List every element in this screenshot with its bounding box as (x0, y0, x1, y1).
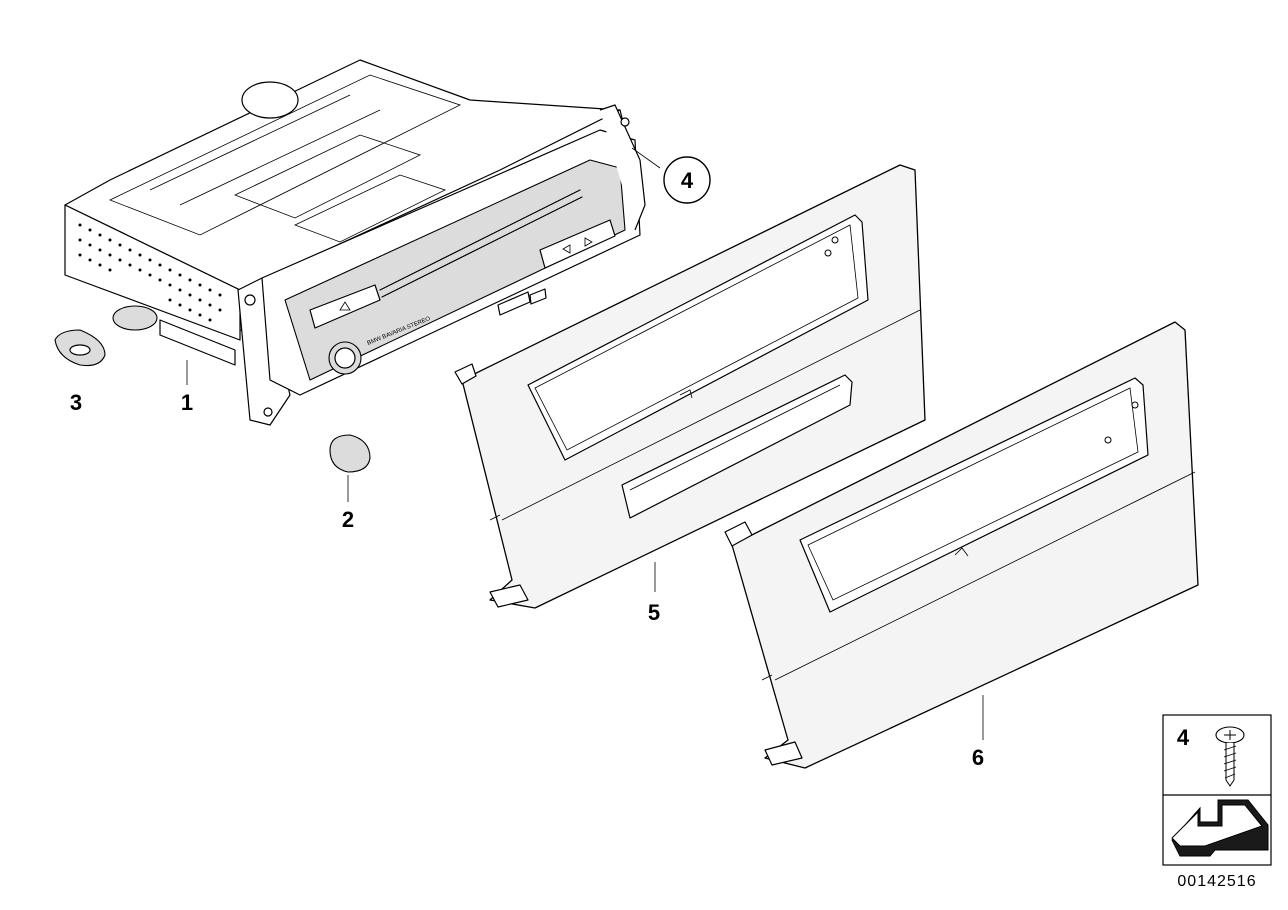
legend-box: 4 (1162, 714, 1272, 866)
vent-holes (78, 223, 222, 322)
trim-panel-part-6[interactable] (724, 321, 1199, 769)
direction-arrow-icon (1171, 799, 1269, 857)
catalog-number: 00142516 (1177, 873, 1256, 890)
callout-4-circle (663, 156, 711, 204)
callout-2: 2 (342, 507, 354, 532)
callout-5: 5 (648, 600, 660, 625)
callout-4: 4 (681, 168, 694, 193)
screw-icon (1215, 726, 1245, 787)
callout-1: 1 (181, 390, 193, 415)
callout-3: 3 (70, 390, 82, 415)
clip-part-3[interactable] (54, 329, 106, 367)
callout-6: 6 (972, 745, 984, 770)
knob-cap-part-2[interactable] (329, 434, 371, 473)
trim-panel-part-5[interactable] (454, 164, 926, 609)
radio-unit-part-1[interactable]: BMW BAVARIA STEREO (64, 59, 646, 426)
legend-screw-label: 4 (1177, 725, 1190, 750)
